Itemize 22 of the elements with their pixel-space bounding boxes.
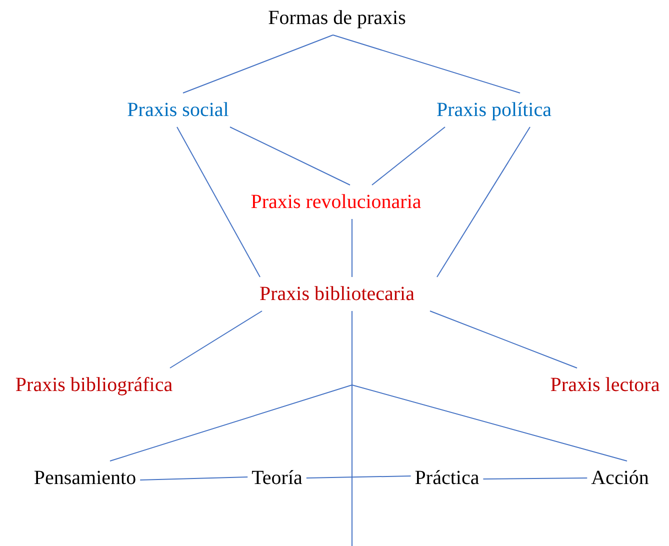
- node-label: Praxis social: [123, 93, 233, 127]
- node-label: Práctica: [410, 461, 484, 495]
- node-label: Acción: [587, 461, 653, 495]
- node-label: Praxis política: [432, 93, 556, 127]
- node-label: Formas de praxis: [264, 1, 410, 35]
- node-label: Pensamiento: [30, 461, 140, 495]
- connector-line: [182, 34, 334, 94]
- connector-line: [482, 478, 588, 480]
- connector-line: [332, 34, 520, 94]
- connector-line: [372, 126, 446, 186]
- connector-line: [230, 126, 350, 186]
- node-label: Teoría: [248, 461, 306, 495]
- node-label: Praxis revolucionaria: [246, 185, 426, 219]
- connector-line: [436, 126, 530, 278]
- node-label: Praxis bibliotecaria: [256, 277, 418, 311]
- connector-line: [306, 476, 412, 478]
- node-label: Praxis lectora: [546, 368, 664, 402]
- connector-line: [140, 476, 248, 480]
- connector-line: [176, 126, 260, 278]
- node-label: Praxis bibliográfica: [11, 368, 177, 402]
- connector-line: [170, 310, 262, 368]
- connector-line: [430, 310, 578, 368]
